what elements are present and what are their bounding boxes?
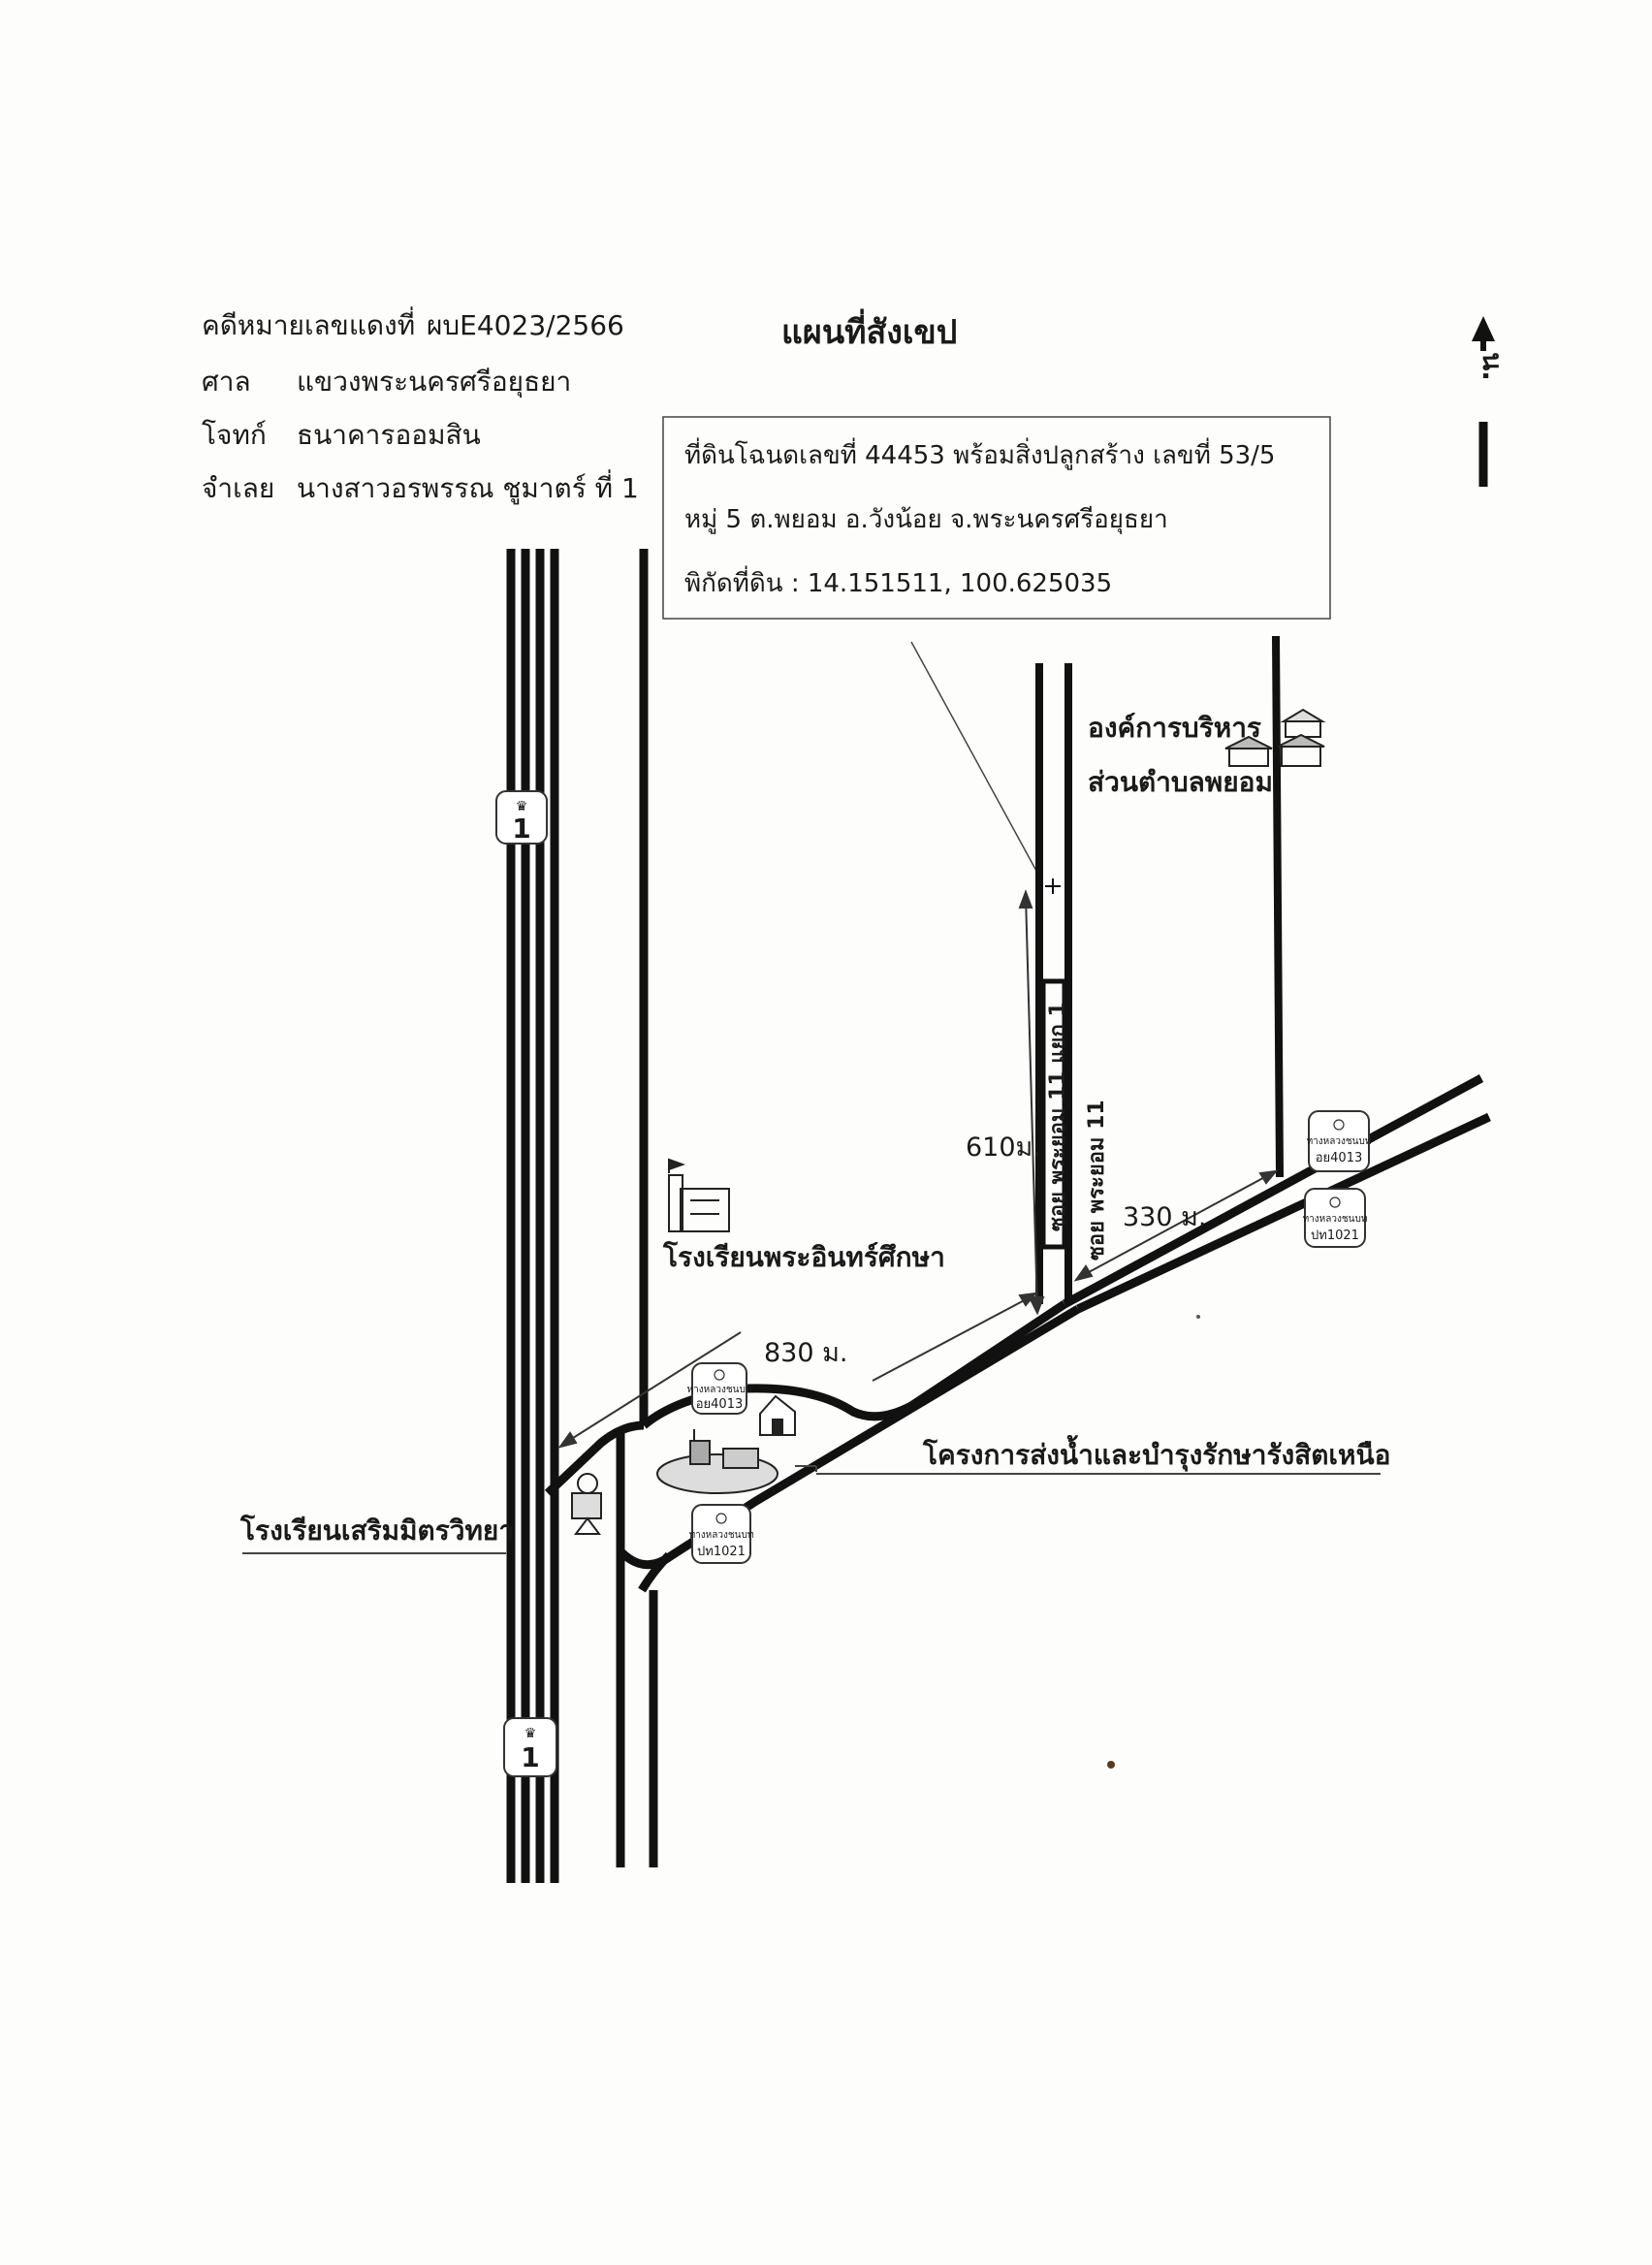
property-line-3: พิกัดที่ดิน : 14.151511, 100.625035: [684, 565, 1112, 598]
case-number-label: คดีหมายเลขแดงที่: [202, 309, 416, 341]
defendant-label: จำเลย: [202, 472, 275, 504]
shield-4013-j-number: อย4013: [696, 1397, 744, 1412]
highway-number-top: 1: [512, 813, 530, 845]
svg-text:♛: ♛: [516, 799, 528, 814]
tao-building-icon: [1224, 708, 1326, 767]
school-pra-in-icon: [668, 1158, 730, 1232]
highway-1: [506, 549, 559, 1883]
irrigation-pointer: [795, 1465, 1381, 1475]
highway-number-bottom: 1: [521, 1741, 539, 1773]
plaintiff-label: โจทก์: [202, 419, 267, 451]
property-line-2: หมู่ 5 ต.พยอม อ.วังน้อย จ.พระนครศรีอยุธย…: [684, 505, 1168, 534]
north-arrow-icon: น.: [1472, 316, 1509, 487]
highway-shield-top-icon: ♛ 1: [495, 790, 548, 845]
distance-330: 330 ม.: [1123, 1202, 1207, 1232]
shield-1021-j-number: ปท1021: [697, 1545, 746, 1559]
road-shield-4013-junction-icon: ทางหลวงชนบท อย4013: [687, 1362, 752, 1415]
irrigation-project-icon: [656, 1394, 796, 1494]
distance-610: 610ม.: [966, 1132, 1041, 1163]
local-road-vertical: [544, 549, 673, 1867]
svg-text:♛: ♛: [524, 1726, 537, 1741]
distance-markers: [557, 889, 1279, 1449]
property-line-1: ที่ดินโฉนดเลขที่ 44453 พร้อมสิ่งปลูกสร้า…: [684, 437, 1275, 470]
property-marker-icon: [1045, 878, 1061, 894]
map-title: แผนที่สังเขป: [781, 313, 958, 352]
road-shield-1021-junction-icon: ทางหลวงชนบท ปท1021: [689, 1504, 754, 1564]
court-label: ศาล: [202, 366, 251, 398]
shield-4013-r-top: ทางหลวงชนบท: [1307, 1136, 1372, 1147]
school-serm-label: โรงเรียนเสริมมิตรวิทยา: [239, 1514, 514, 1547]
road-shield-4013-right-icon: ทางหลวงชนบท อย4013: [1307, 1110, 1372, 1172]
distance-830: 830 ม.: [764, 1338, 848, 1368]
shield-1021-j-top: ทางหลวงชนบท: [689, 1530, 754, 1541]
north-label: น.: [1477, 352, 1509, 381]
shield-1021-r-top: ทางหลวงชนบท: [1303, 1214, 1368, 1225]
tao-label-line1: องค์การบริหาร: [1088, 712, 1261, 744]
school-pra-in-label: โรงเรียนพระอินทร์ศึกษา: [662, 1240, 945, 1273]
court-value: แขวงพระนครศรีอยุธยา: [297, 366, 572, 398]
shield-1021-r-number: ปท1021: [1311, 1228, 1359, 1243]
highway-shield-bottom-icon: ♛ 1: [503, 1717, 557, 1777]
road-shield-1021-right-icon: ทางหลวงชนบท ปท1021: [1303, 1188, 1368, 1248]
school-serm-mit-icon: [571, 1473, 602, 1535]
soi-branch-label: ซอย พระยอม 11 แยก 1: [1046, 1002, 1070, 1231]
property-info-box: ที่ดินโฉนดเลขที่ 44453 พร้อมสิ่งปลูกสร้า…: [662, 416, 1331, 874]
soi-roads: [1035, 635, 1284, 1304]
defendant-value: นางสาวอรพรรณ ชูมาตร์ ที่ 1: [297, 472, 639, 504]
main-diagonal-road: [1062, 1074, 1491, 1314]
shield-4013-r-number: อย4013: [1316, 1151, 1363, 1165]
plaintiff-value: ธนาคารออมสิน: [297, 419, 481, 451]
scan-speck: [1107, 1761, 1115, 1769]
scan-speck: [1196, 1315, 1200, 1319]
case-number-value: ผบE4023/2566: [427, 309, 624, 341]
tao-label-line2: ส่วนตำบลพยอม: [1088, 766, 1273, 798]
irrigation-label: โครงการส่งน้ำและบำรุงรักษารังสิตเหนือ: [922, 1434, 1390, 1472]
soi-main-label: ซอย พระยอม 11: [1085, 1100, 1109, 1260]
shield-4013-j-top: ทางหลวงชนบท: [687, 1385, 752, 1395]
